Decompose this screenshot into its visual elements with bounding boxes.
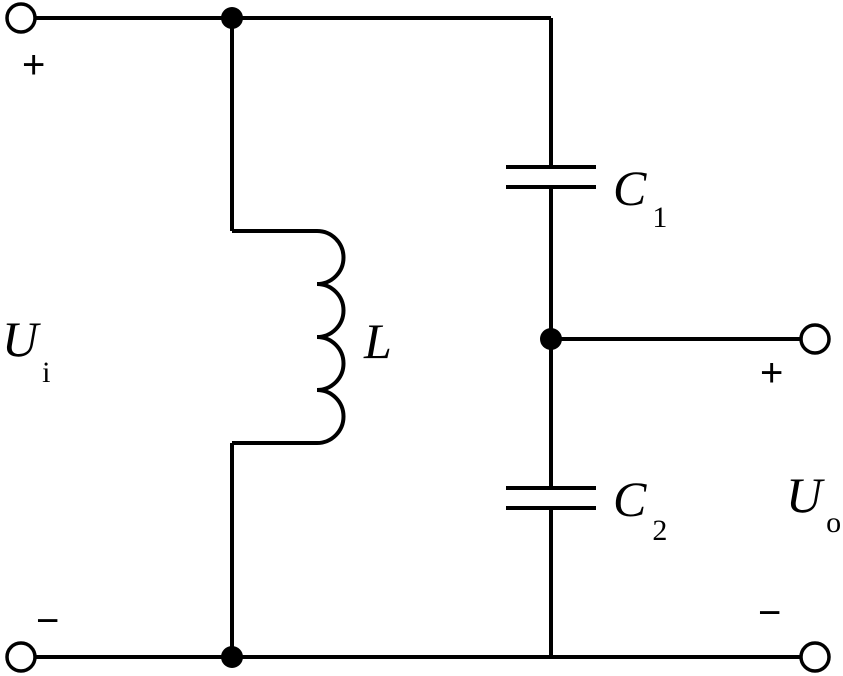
input-voltage-label: Ui	[2, 311, 50, 389]
junction-middle	[540, 328, 562, 350]
junction-top	[221, 7, 243, 29]
output-plus-terminal	[799, 323, 831, 355]
input-plus-sign: +	[22, 43, 45, 87]
capacitor1-label: C1	[613, 160, 667, 234]
capacitor2-label: C2	[613, 471, 667, 547]
inductor-coil	[316, 229, 346, 445]
input-minus-terminal	[5, 641, 37, 673]
input-plus-terminal	[5, 2, 37, 34]
junction-bottom	[221, 646, 243, 668]
output-minus-sign: −	[758, 591, 781, 635]
output-minus-terminal	[799, 641, 831, 673]
output-plus-sign: +	[760, 351, 783, 395]
inductor-label: L	[363, 313, 392, 369]
input-minus-sign: −	[36, 599, 59, 643]
